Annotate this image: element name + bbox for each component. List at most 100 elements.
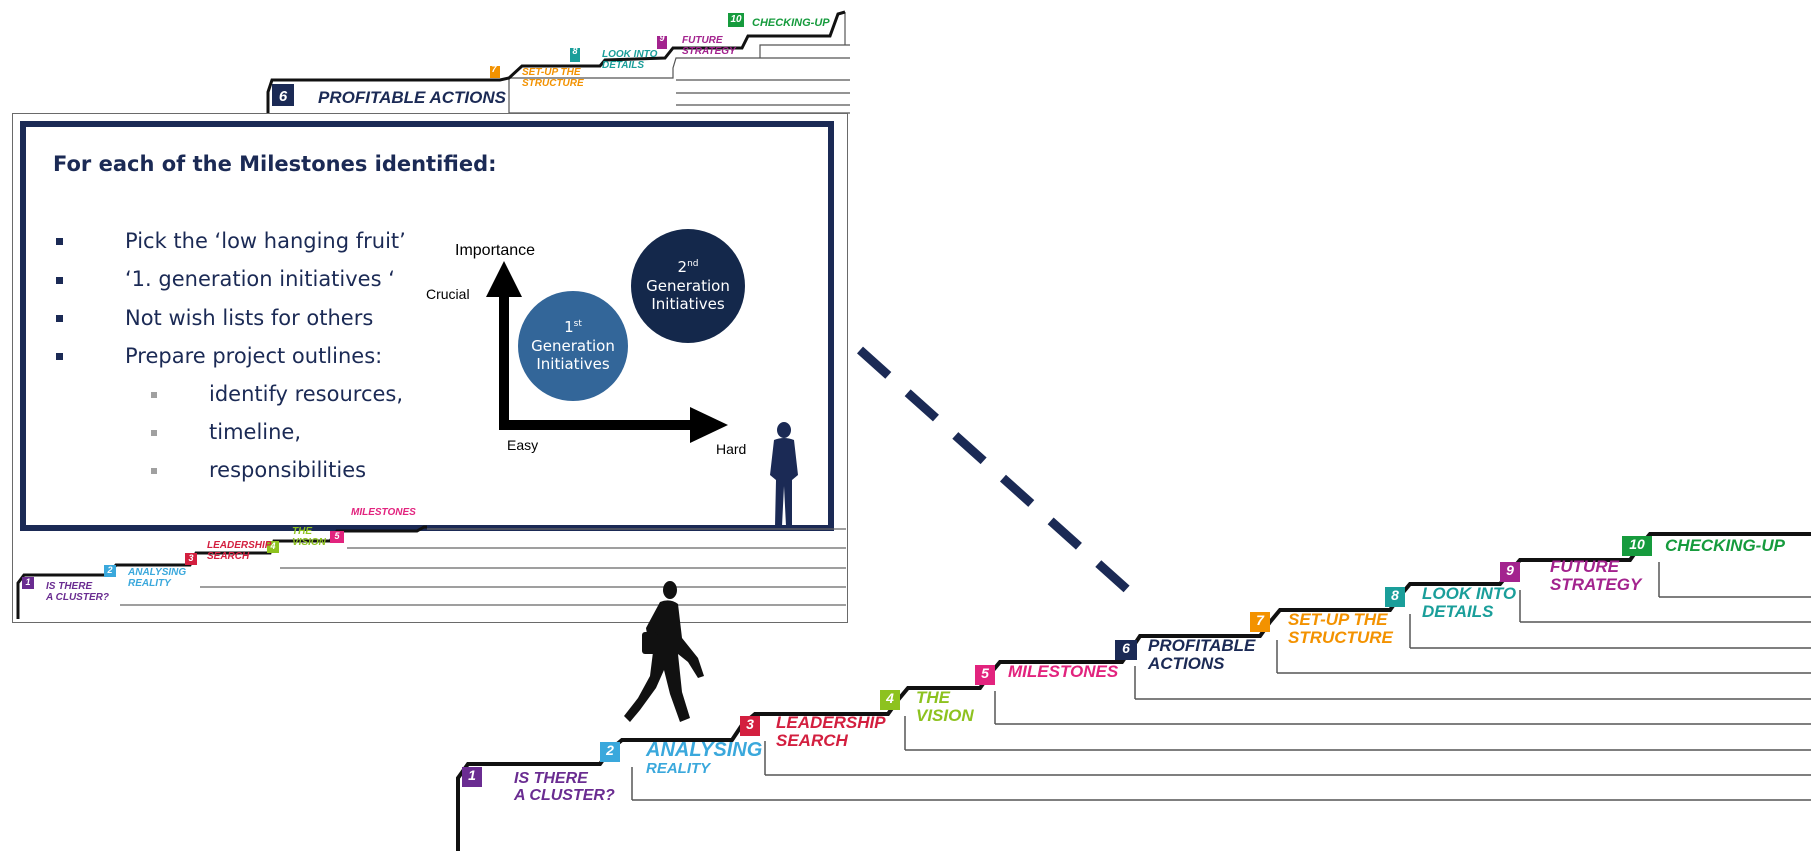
step-3-line2: SEARCH [776, 730, 848, 750]
slide-tab-4-number: 4 [270, 541, 276, 551]
slide-tab-2-number: 2 [107, 565, 113, 575]
slide-tab-2-label: ANALYSING REALITY [128, 567, 187, 589]
tab-6-label: PROFITABLE ACTIONS [318, 88, 506, 107]
slide-tab-1-line1: IS THERE [46, 581, 93, 592]
slide-tab-4-line1: THE [292, 526, 312, 537]
step-4-line1: THE [916, 688, 950, 707]
circle1-ordinal: 1st [564, 317, 582, 336]
bullet-marker [56, 353, 63, 360]
step-4-label: THE VISION [916, 689, 974, 725]
sub-bullet-marker [151, 468, 157, 474]
tab-8-label-line2: DETAILS [602, 59, 645, 71]
tab-7-label-line1: SET-UP THE [522, 67, 581, 78]
bullet-marker [56, 315, 63, 322]
circle2-line2: Initiatives [651, 295, 725, 314]
slide-tab-3-line1: LEADERSHIP [207, 540, 272, 551]
slide-tab-2-line2: REALITY [128, 577, 171, 589]
slide-tab-3-number: 3 [188, 553, 194, 563]
step-6-number: 6 [1122, 640, 1130, 656]
step-7-label: SET-UP THE STRUCTURE [1288, 611, 1393, 647]
slide-tab-4-line2: VISION [292, 536, 326, 548]
step-1-line1: IS THERE [514, 770, 588, 787]
slide-tab-1-label: IS THERE A CLUSTER? [46, 581, 109, 603]
tab-9-number: 9 [659, 33, 665, 43]
step-9-label: FUTURE STRATEGY [1550, 558, 1641, 594]
tab-6-number: 6 [278, 88, 288, 105]
step-9-number: 9 [1506, 562, 1514, 578]
slide-tab-3-line2: SEARCH [207, 550, 250, 562]
tab-10-label: CHECKING-UP [752, 17, 830, 29]
slide-tab-3-label: LEADERSHIP SEARCH [207, 540, 272, 562]
sub-bullet-3: responsibilities [209, 458, 367, 482]
bullet-marker [56, 277, 63, 284]
axis-y-label: Importance [455, 242, 536, 259]
tab-8-label: LOOK INTO DETAILS [602, 49, 658, 71]
importance-axes [486, 261, 728, 443]
step-7-number: 7 [1256, 612, 1264, 628]
slide-tab-4-label: THE VISION [292, 526, 326, 548]
step-1-number: 1 [468, 767, 476, 783]
step-8-label: LOOK INTO DETAILS [1422, 585, 1516, 621]
tab-8-label-line1: LOOK INTO [602, 49, 658, 60]
tab-8-number: 8 [572, 46, 578, 56]
slide-tab-1-line2: A CLUSTER? [46, 591, 109, 603]
circle1-line1: Generation [531, 336, 615, 355]
sub-bullet-1: identify resources, [209, 382, 404, 406]
axis-y-tick: Crucial [426, 286, 470, 302]
slide-tab-2-line1: ANALYSING [128, 567, 187, 578]
step-10-label: CHECKING-UP [1665, 536, 1785, 555]
standing-person-icon [770, 422, 798, 526]
slide-tab-5-label: MILESTONES [351, 507, 416, 518]
step-8-number: 8 [1391, 587, 1399, 603]
step-4-number: 4 [886, 690, 894, 706]
slide-heading: For each of the Milestones identified: [53, 152, 497, 176]
circle1-line2: Initiatives [536, 355, 610, 374]
circle2-ordinal: 2nd [677, 257, 699, 276]
step-1-line2: A CLUSTER? [514, 786, 615, 804]
bullet-4: Prepare project outlines: [125, 344, 383, 368]
step-2-line2: REALITY [646, 760, 711, 777]
tab-7-number: 7 [491, 64, 497, 74]
step-4-line2: VISION [916, 705, 974, 725]
tab-7-label: SET-UP THE STRUCTURE [522, 67, 584, 89]
step-2-line1: ANALYSING [646, 739, 763, 761]
step-6-label: PROFITABLE ACTIONS [1148, 637, 1255, 673]
sub-bullet-marker [151, 430, 157, 436]
step-10-number: 10 [1629, 536, 1645, 552]
sub-bullet-2: timeline, [209, 420, 302, 444]
step-7-line1: SET-UP THE [1288, 610, 1388, 629]
step-5-label: MILESTONES [1008, 662, 1119, 681]
step-9-line1: FUTURE [1550, 557, 1619, 576]
step-1-label: IS THERE A CLUSTER? [514, 770, 615, 805]
circle2-line1: Generation [646, 276, 730, 295]
step-3-number: 3 [746, 716, 754, 732]
step-8-line2: DETAILS [1422, 601, 1494, 621]
step-3-label: LEADERSHIP SEARCH [776, 714, 886, 750]
step-6-line2: ACTIONS [1148, 653, 1225, 673]
tab-9-label: FUTURE STRATEGY [682, 35, 736, 57]
step-2-label: ANALYSING REALITY [646, 740, 762, 777]
step-3-line1: LEADERSHIP [776, 713, 886, 732]
tab-7-label-line2: STRUCTURE [522, 77, 584, 89]
slide-bottom-tab-strip [16, 525, 846, 619]
step-8-line1: LOOK INTO [1422, 584, 1517, 603]
tab-9-label-line2: STRATEGY [682, 45, 736, 57]
axis-x-end: Hard [716, 441, 747, 457]
bullet-2: ‘1. generation initiatives ‘ [125, 267, 395, 291]
slide-tab-5-number: 5 [334, 531, 340, 541]
slide-tab-1-number: 1 [25, 577, 31, 587]
axis-x-start: Easy [507, 437, 539, 453]
step-9-line2: STRATEGY [1550, 574, 1642, 594]
step-2-number: 2 [606, 742, 614, 758]
bullet-3: Not wish lists for others [125, 306, 374, 330]
staircase-diagram [456, 532, 1811, 851]
step-7-line2: STRUCTURE [1288, 627, 1393, 647]
tab-9-label-line1: FUTURE [682, 35, 723, 46]
tab-10-number: 10 [730, 14, 742, 25]
bullet-1: Pick the ‘low hanging fruit’ [125, 229, 406, 253]
second-generation-circle: 2nd Generation Initiatives [631, 229, 745, 343]
step-5-number: 5 [981, 665, 989, 681]
first-generation-circle: 1st Generation Initiatives [518, 291, 628, 401]
sub-bullet-marker [151, 392, 157, 398]
walking-person-icon [624, 581, 704, 722]
